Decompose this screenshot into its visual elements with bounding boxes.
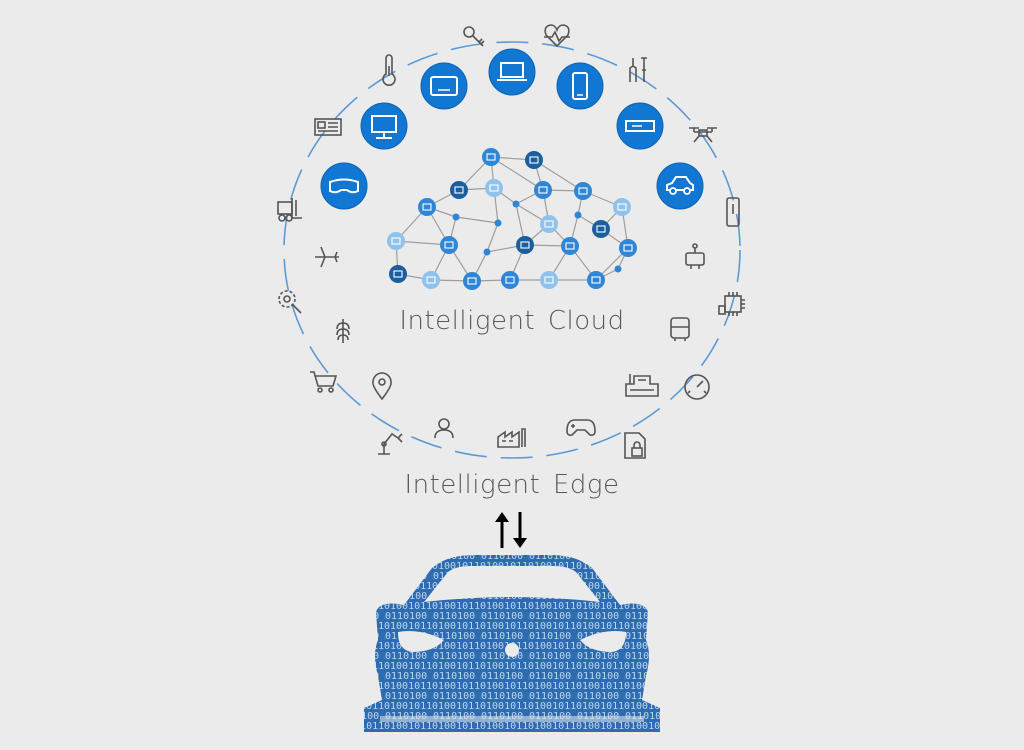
network-node (534, 181, 552, 199)
network-node (540, 215, 558, 233)
network-node (525, 151, 543, 169)
network-node (587, 271, 605, 289)
network-node (512, 200, 520, 208)
smart-lock-icon (726, 197, 740, 227)
network-node (483, 248, 491, 256)
tools-icon (629, 57, 647, 82)
server-icon (616, 102, 664, 150)
edge-icons (277, 24, 745, 459)
robot-arm-icon (378, 432, 403, 455)
heartbeat-icon (544, 24, 570, 48)
car-icon (656, 162, 704, 210)
network-node (501, 271, 519, 289)
network-node (494, 219, 502, 227)
network-node (450, 181, 468, 199)
network-link (490, 156, 544, 191)
shopping-cart-icon (310, 371, 338, 393)
device-group (320, 48, 704, 210)
tablet-icon (420, 62, 468, 110)
newspaper-icon (314, 118, 342, 136)
forklift-icon (277, 198, 302, 222)
network-node (614, 265, 622, 273)
factory-building-icon (625, 374, 659, 397)
network-node (387, 232, 405, 250)
network-node (463, 272, 481, 290)
phone-icon (556, 62, 604, 110)
network-node (561, 237, 579, 255)
wheat-icon (336, 319, 350, 343)
gear-wrench-icon (278, 290, 302, 314)
locked-file-icon (624, 432, 646, 459)
network-node (516, 236, 534, 254)
cloud-label: Intelligent Cloud (399, 306, 625, 336)
network-node (574, 182, 592, 200)
gamepad-icon (566, 419, 596, 436)
binary-car (364, 555, 660, 732)
bus-icon (670, 317, 690, 341)
network-node (619, 239, 637, 257)
network-link (486, 222, 499, 253)
laptop-icon (488, 48, 536, 96)
network-node (574, 211, 582, 219)
network-link (455, 216, 499, 224)
network-node (482, 148, 500, 166)
edge-label: Intelligent Edge (404, 470, 620, 500)
thermometer-icon (382, 54, 396, 86)
data-exchange-arrows-icon (495, 512, 527, 548)
network-node (485, 179, 503, 197)
network-node (452, 213, 460, 221)
network-link (533, 159, 584, 192)
chip-icon (718, 292, 745, 316)
location-pin-icon (372, 372, 392, 401)
speedometer-icon (684, 374, 710, 400)
robot-icon (685, 243, 705, 269)
network-node (422, 271, 440, 289)
network-node (389, 265, 407, 283)
desktop-monitor-icon (360, 102, 408, 150)
airplane-icon (315, 246, 339, 268)
cloud-network (387, 148, 637, 290)
person-icon (434, 418, 454, 439)
network-node (540, 271, 558, 289)
network-node (440, 236, 458, 254)
network-node (613, 198, 631, 216)
factory-icon (497, 428, 526, 448)
network-node (592, 220, 610, 238)
edge-ring (283, 41, 741, 459)
drone-icon (689, 127, 717, 143)
key-icon (463, 26, 485, 47)
vr-headset-icon (320, 162, 368, 210)
network-node (418, 198, 436, 216)
